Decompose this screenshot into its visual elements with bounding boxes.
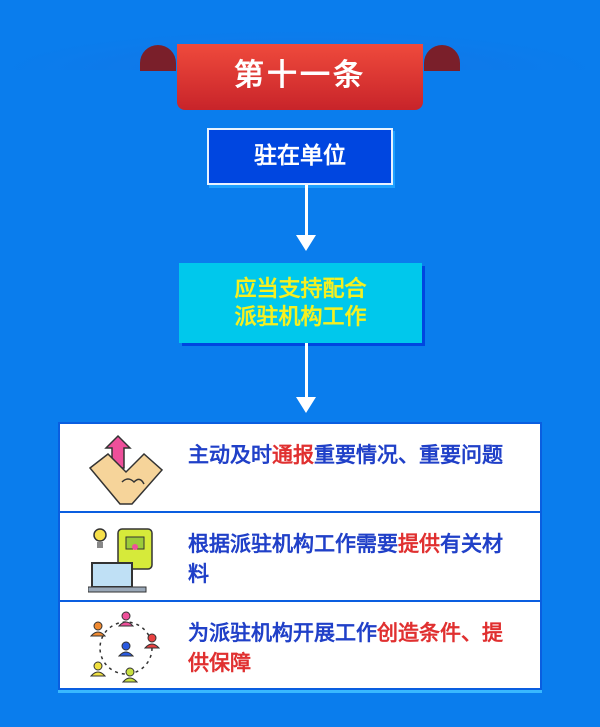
duty-box: 应当支持配合 派驻机构工作	[179, 263, 422, 343]
article-title: 第十一条	[177, 44, 423, 110]
subject-box: 驻在单位	[207, 128, 393, 185]
laptop-backpack-icon	[88, 528, 153, 593]
text-segment: 重要情况、重要问题	[314, 442, 503, 467]
item-text: 根据派驻机构工作需要提供有关材料	[188, 529, 518, 589]
ribbon-fold-left	[140, 45, 176, 71]
text-segment: 有关材料	[188, 531, 503, 586]
item-text: 为派驻机构开展工作创造条件、提供保障	[188, 618, 518, 678]
list-item: 为派驻机构开展工作创造条件、提供保障	[60, 602, 540, 691]
duty-line: 应当支持配合	[234, 276, 367, 302]
text-segment: 为派驻机构开展工作	[188, 620, 377, 645]
items-panel: 主动及时通报重要情况、重要问题 根据派驻机构工作需要提供有关材料	[58, 422, 542, 690]
highlight-segment: 通报	[272, 442, 314, 467]
arrow-down-icon	[296, 343, 316, 413]
people-network-icon	[89, 611, 161, 683]
text-segment: 根据派驻机构工作需要	[188, 531, 398, 556]
ribbon-fold-right	[424, 45, 460, 71]
handshake-icon	[88, 434, 164, 505]
highlight-segment: 提供	[398, 531, 440, 556]
duty-line: 派驻机构工作	[234, 304, 367, 330]
item-text: 主动及时通报重要情况、重要问题	[188, 440, 518, 470]
text-segment: 主动及时	[188, 442, 272, 467]
list-item: 主动及时通报重要情况、重要问题	[60, 424, 540, 513]
list-item: 根据派驻机构工作需要提供有关材料	[60, 513, 540, 602]
highlight-segment: 创造条件、提供保障	[188, 620, 503, 675]
arrow-down-icon	[296, 185, 316, 251]
